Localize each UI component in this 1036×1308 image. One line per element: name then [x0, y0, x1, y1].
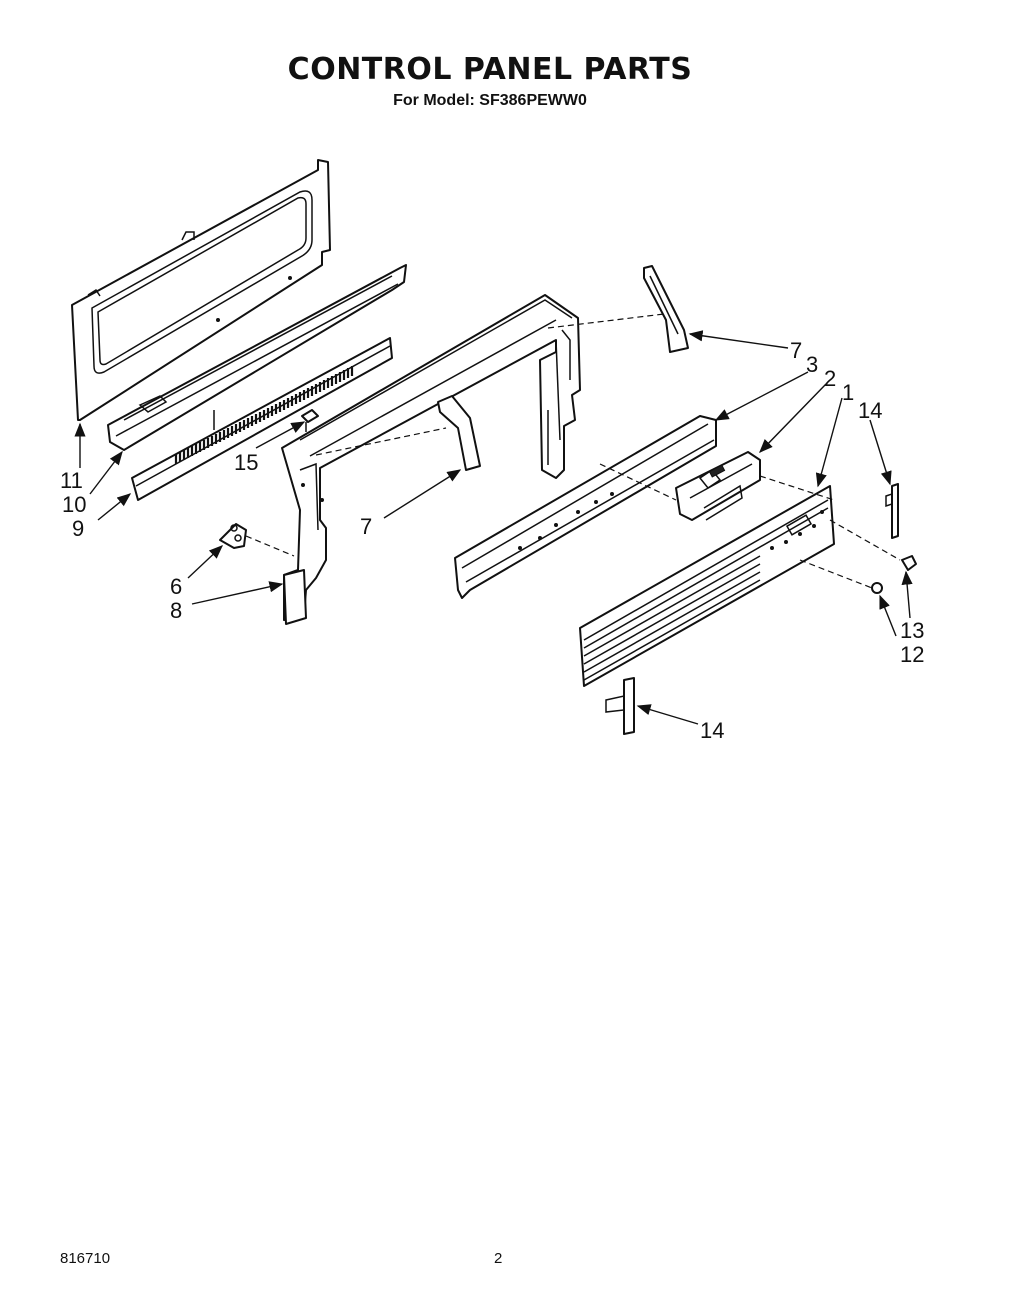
callout-14-upper: 14 — [858, 398, 882, 423]
part-7-end-trim-upper — [643, 265, 689, 353]
assembly-line-6 — [245, 535, 295, 557]
part-1-front-panel — [579, 485, 835, 687]
callout-3: 3 — [806, 352, 818, 377]
callout-6: 6 — [170, 574, 182, 599]
callout-9: 9 — [72, 516, 84, 541]
callout-2: 2 — [824, 366, 836, 391]
part-15-clip — [301, 409, 319, 432]
vent-slots — [174, 366, 354, 464]
callout-12: 12 — [900, 642, 924, 667]
document-number: 816710 — [60, 1250, 111, 1267]
part-14-end-cap-upper — [885, 483, 899, 539]
callout-8: 8 — [170, 598, 182, 623]
callout-7-middle: 7 — [360, 514, 372, 539]
part-9-lower-vent — [131, 337, 393, 501]
model-subtitle: For Model: SF386PEWW0 — [393, 92, 587, 109]
page-title: CONTROL PANEL PARTS — [287, 52, 693, 87]
part-6-bracket — [219, 523, 247, 549]
part-12-button — [871, 582, 883, 594]
callout-7-upper: 7 — [790, 338, 802, 363]
part-11-rear-panel — [71, 159, 331, 421]
part-3-control-channel — [454, 415, 717, 599]
callout-11: 11 — [60, 468, 83, 493]
part-10-vent-channel — [107, 264, 407, 451]
assembly-line-13 — [829, 519, 901, 561]
callout-14-lower: 14 — [700, 718, 724, 743]
callout-13: 13 — [900, 618, 924, 643]
callout-10: 10 — [62, 492, 86, 517]
page-number: 2 — [494, 1250, 503, 1267]
assembly-line-12 — [799, 559, 873, 589]
leader-lines — [74, 330, 913, 725]
assembly-line-1 — [759, 475, 835, 501]
part-8-frame — [281, 294, 581, 625]
part-7-end-trim-middle — [437, 395, 481, 471]
callout-15: 15 — [234, 450, 258, 475]
part-14-end-cap-lower — [605, 677, 635, 735]
part-13-knob — [901, 555, 917, 571]
assembly-line-2 — [599, 463, 677, 501]
part-2-clock-module — [675, 451, 761, 521]
callout-1: 1 — [842, 380, 854, 405]
assembly-line-7-middle — [315, 427, 447, 456]
